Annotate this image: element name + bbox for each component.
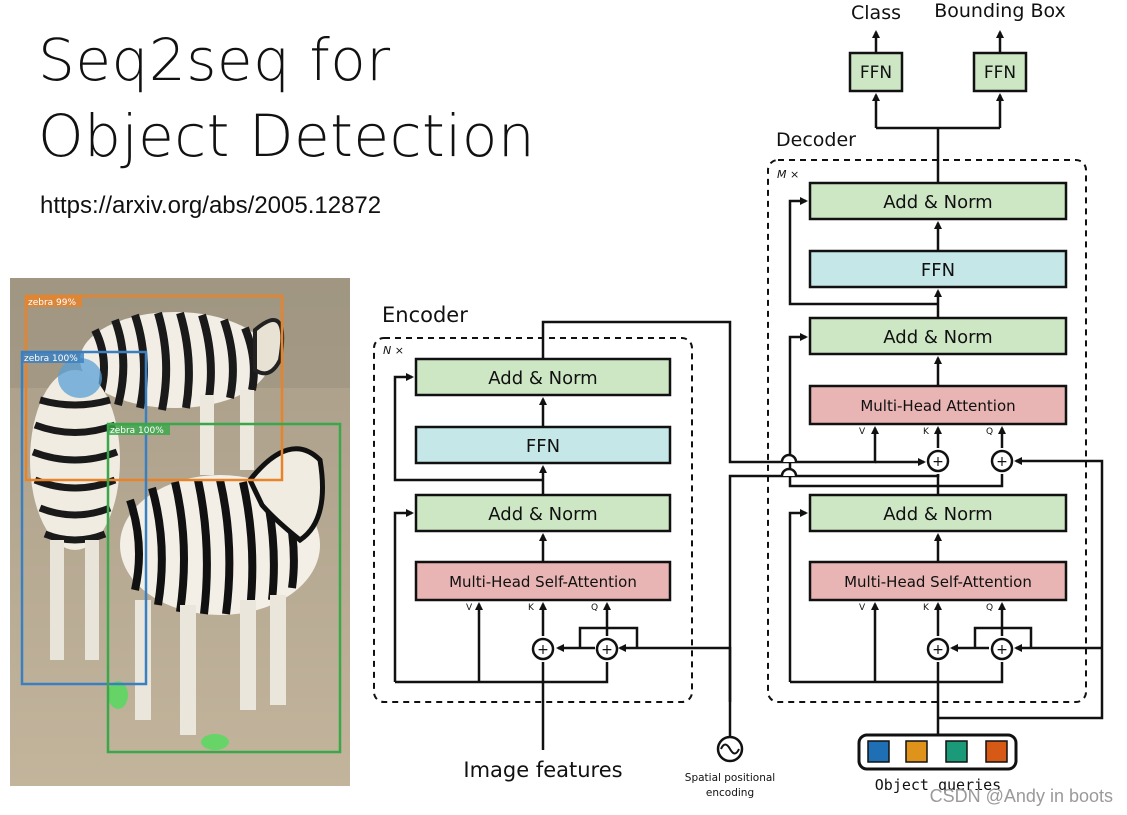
svg-text:+: + xyxy=(932,454,944,470)
decoder-self-attention-label: Multi-Head Self-Attention xyxy=(844,573,1032,591)
encoder-block-outline xyxy=(373,337,693,703)
encoder-ffn-label: FFN xyxy=(526,436,560,457)
positional-label-2: encoding xyxy=(706,787,754,799)
decoder-ffn-label: FFN xyxy=(921,260,955,281)
decoder-add-norm-mid-label: Add & Norm xyxy=(883,327,992,348)
decoder-self-q-label: Q xyxy=(986,603,993,613)
encoder-ffn xyxy=(414,425,672,465)
decoder-self-k-label: K xyxy=(923,603,930,613)
box-ffn-head xyxy=(972,51,1028,93)
detection-box-1 xyxy=(24,294,284,482)
class-output-label: Class xyxy=(851,2,901,24)
decoder-block-outline xyxy=(767,159,1087,703)
detection-label-3: zebra 100% xyxy=(110,426,164,436)
positional-label-1: Spatial positional xyxy=(685,772,775,784)
decoder-ffn xyxy=(808,249,1068,289)
decoder-add-k-cross xyxy=(926,449,950,473)
slide-title: Seq2seq for Object Detection xyxy=(38,22,535,174)
title-line-1: Seq2seq for xyxy=(38,26,391,94)
watermark: CSDN @Andy in boots xyxy=(929,786,1113,806)
paper-url[interactable]: https://arxiv.org/abs/2005.12872 xyxy=(40,192,382,219)
detection-label-1: zebra 99% xyxy=(28,298,77,308)
title-line-2: Object Detection xyxy=(38,102,536,170)
decoder-cross-v-label: V xyxy=(859,427,866,437)
decoder-cross-attention xyxy=(808,384,1068,426)
encoder-input-label: Image features xyxy=(463,758,622,782)
decoder: Decoder M × Add & Norm FFN Add & Norm Mu… xyxy=(767,0,1104,735)
detection-box-3 xyxy=(106,422,342,754)
encoder-add-q xyxy=(595,637,619,661)
box-output-label: Bounding Box xyxy=(934,0,1066,22)
decoder-title: Decoder xyxy=(776,129,856,151)
encoder: Encoder N × Add & Norm FFN Add & Norm Mu… xyxy=(373,303,785,782)
encoder-add-k xyxy=(531,637,555,661)
object-query-3 xyxy=(945,740,968,763)
encoder-self-attention-label: Multi-Head Self-Attention xyxy=(449,573,637,591)
decoder-cross-attention-label: Multi-Head Attention xyxy=(860,397,1015,415)
decoder-self-attention xyxy=(808,560,1068,602)
decoder-add-k-self xyxy=(926,637,950,661)
decoder-add-norm-bottom xyxy=(808,493,1068,533)
svg-text:+: + xyxy=(996,454,1008,470)
encoder-add-norm-bottom xyxy=(414,493,672,533)
decoder-add-q-self xyxy=(990,637,1014,661)
decoder-repeat: M × xyxy=(777,168,799,181)
object-queries-label: Object queries xyxy=(875,776,1001,794)
svg-text:+: + xyxy=(932,642,944,658)
class-ffn-head xyxy=(848,51,904,93)
encoder-v-label: V xyxy=(466,603,473,613)
encoder-add-norm-top-label: Add & Norm xyxy=(488,368,597,389)
encoder-add-norm-top xyxy=(414,357,672,397)
detection-label-2: zebra 100% xyxy=(24,354,78,364)
decoder-add-q-cross xyxy=(990,449,1014,473)
encoder-repeat: N × xyxy=(383,344,404,357)
svg-text:+: + xyxy=(601,642,613,658)
zebra-3-illustration xyxy=(108,446,325,750)
decoder-add-norm-mid xyxy=(808,316,1068,356)
zebra-photo: zebra 99% zebra 100% zebra 100% xyxy=(10,278,350,786)
decoder-add-norm-top-label: Add & Norm xyxy=(883,192,992,213)
box-ffn-label: FFN xyxy=(984,63,1016,83)
encoder-title: Encoder xyxy=(382,303,468,327)
object-query-1 xyxy=(867,740,890,763)
decoder-self-v-label: V xyxy=(859,603,866,613)
object-queries: Object queries xyxy=(857,733,1018,794)
encoder-add-norm-bottom-label: Add & Norm xyxy=(488,504,597,525)
object-queries-container xyxy=(857,733,1018,771)
encoder-q-label: Q xyxy=(591,603,598,613)
decoder-cross-q-label: Q xyxy=(986,427,993,437)
decoder-add-norm-bottom-label: Add & Norm xyxy=(883,504,992,525)
svg-text:+: + xyxy=(996,642,1008,658)
object-query-2 xyxy=(905,740,928,763)
object-query-4 xyxy=(985,740,1008,763)
svg-text:+: + xyxy=(537,642,549,658)
zebra-2-illustration xyxy=(30,358,120,660)
decoder-cross-k-label: K xyxy=(923,427,930,437)
encoder-k-label: K xyxy=(528,603,535,613)
class-ffn-label: FFN xyxy=(860,63,892,83)
